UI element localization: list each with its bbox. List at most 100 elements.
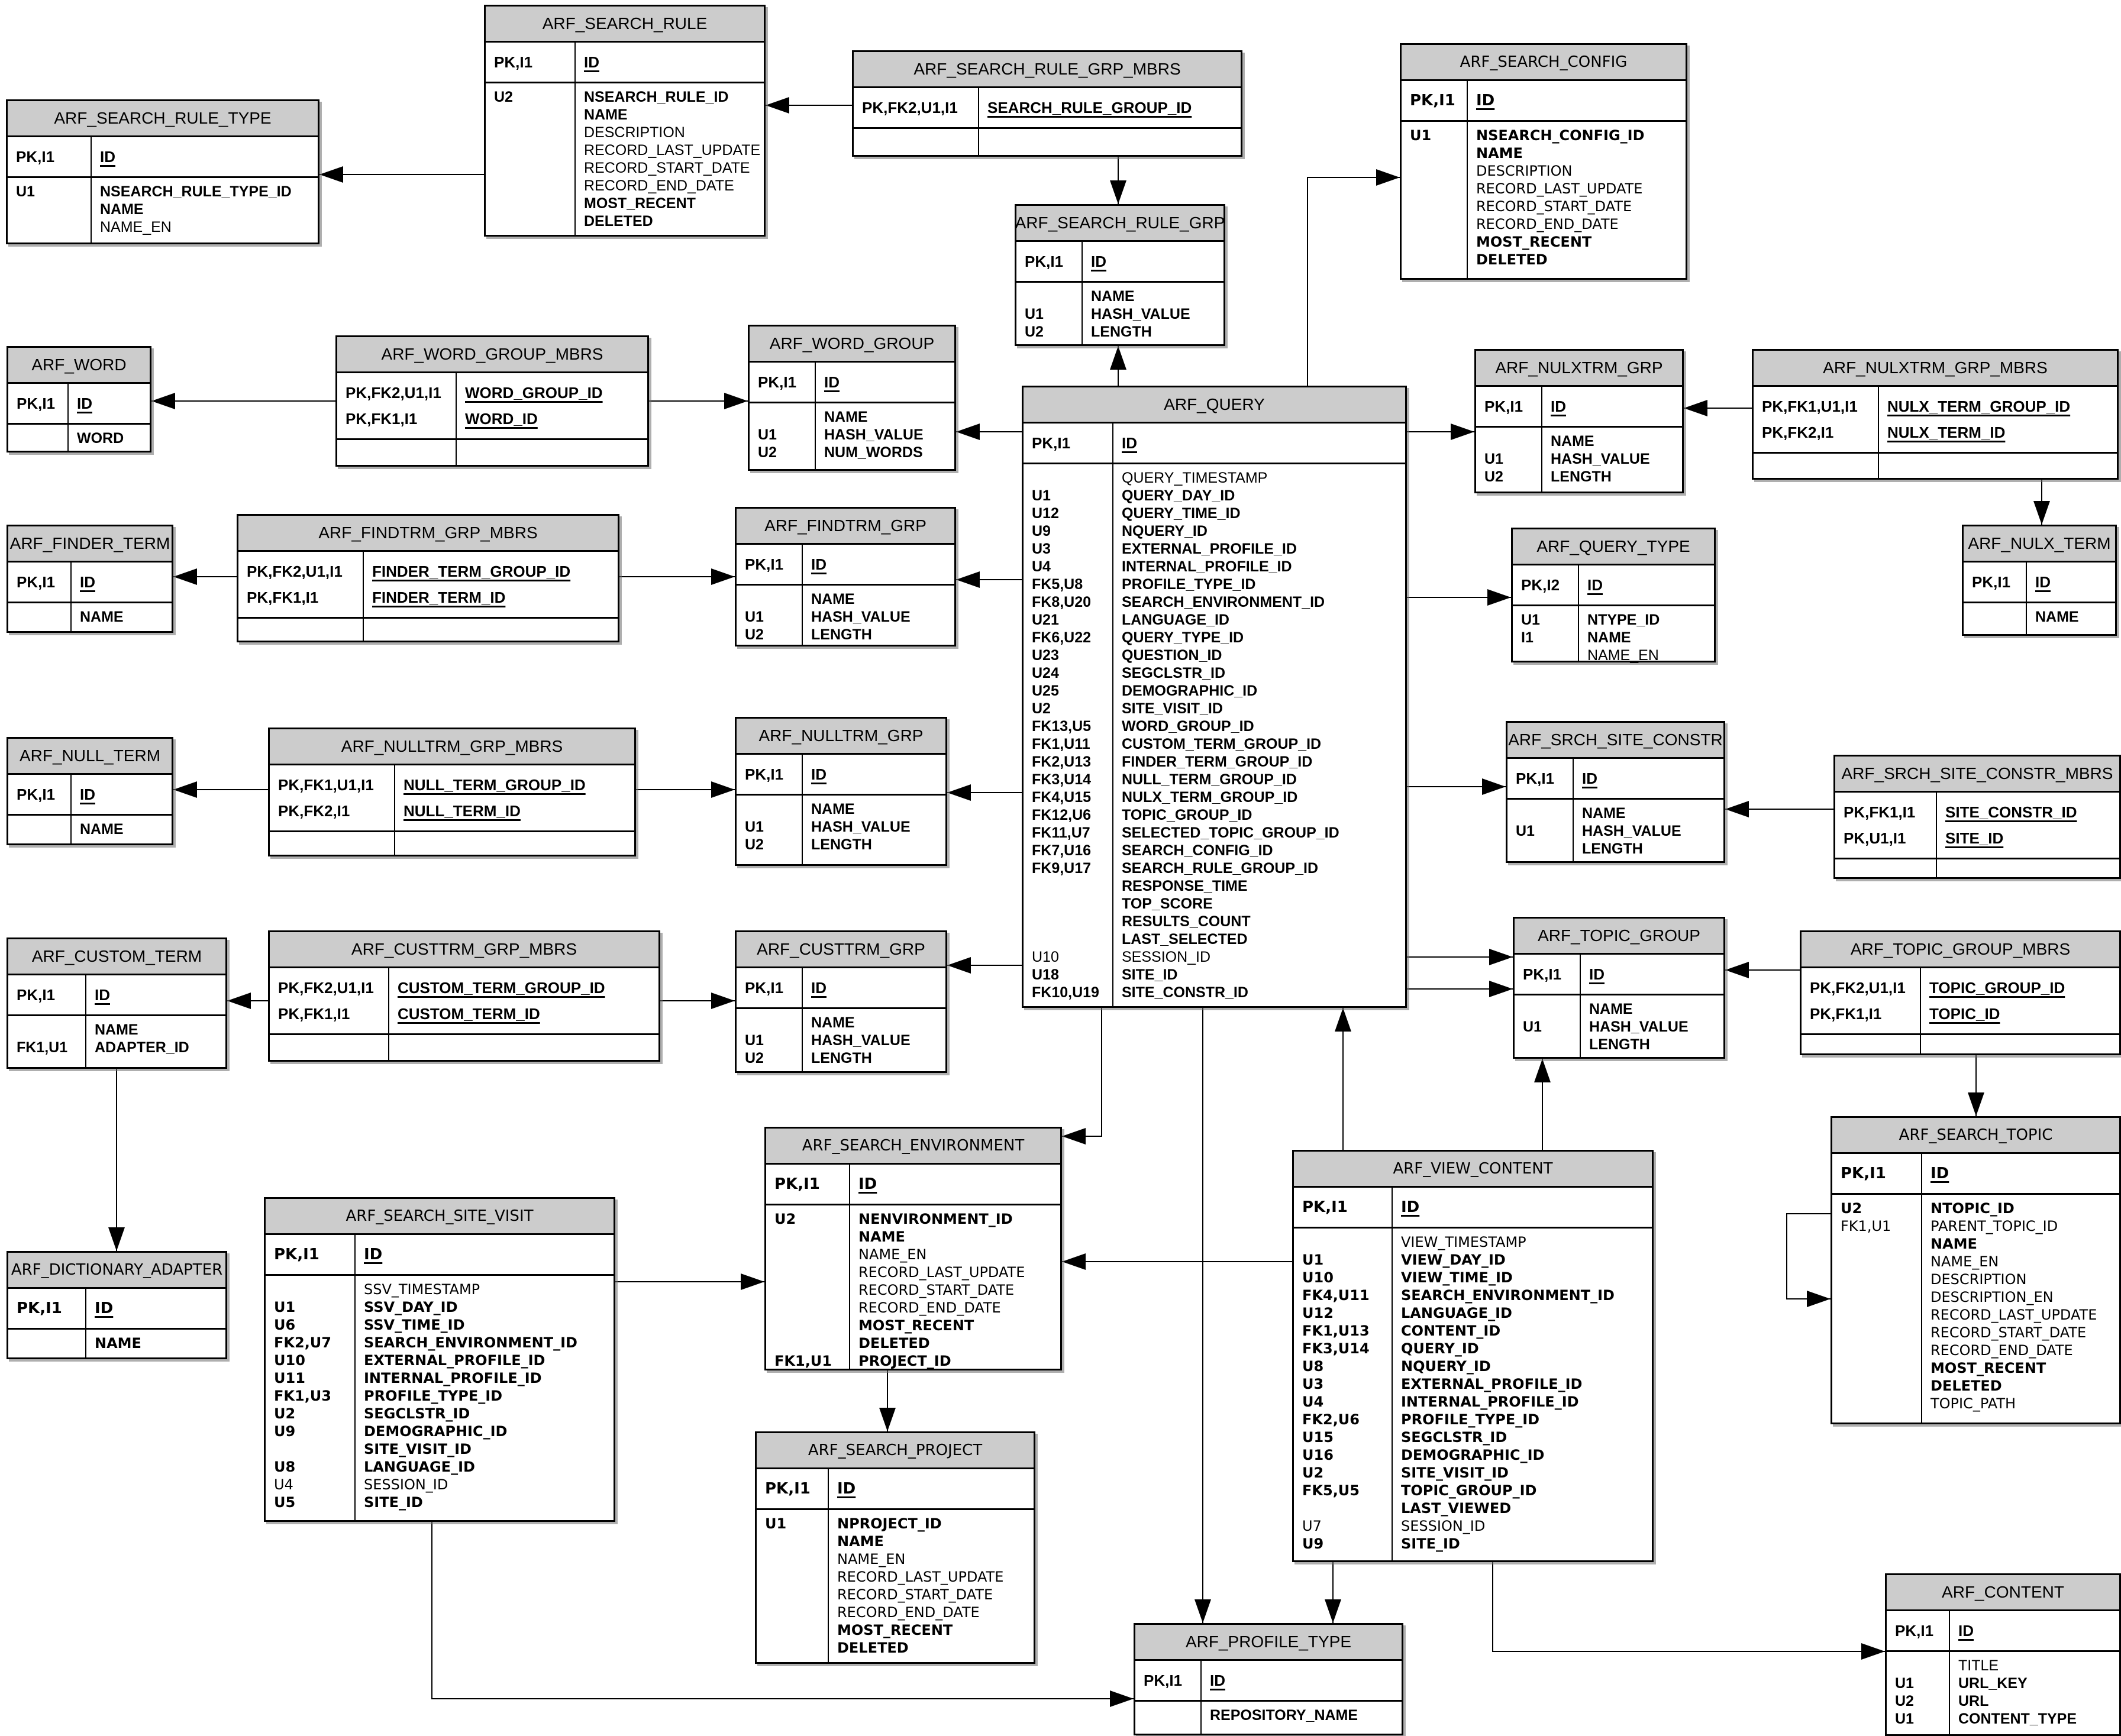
attribute-name: SEARCH_ENVIRONMENT_ID — [1401, 1287, 1615, 1304]
arrowhead-icon — [1376, 169, 1400, 186]
attribute-row: RECORD_START_DATE — [1402, 198, 1686, 215]
key-tags: U4 — [1032, 558, 1051, 575]
attribute-name: HASH_VALUE — [811, 1032, 911, 1049]
key-tags — [766, 1334, 849, 1352]
entity-title: ARF_PROFILE_TYPE — [1135, 1625, 1402, 1661]
key-tags: FK11,U7 — [1032, 825, 1090, 841]
attribute-name: SEARCH_RULE_GROUP_ID — [987, 99, 1192, 117]
attribute-name: SITE_ID — [364, 1494, 423, 1511]
key-tags: U4 — [274, 1476, 293, 1493]
entity-title: ARF_CONTENT — [1887, 1575, 2119, 1611]
key-tags: U16 — [1302, 1447, 1334, 1463]
attribute-name: ID — [1587, 576, 1603, 594]
attribute-name: SSV_TIME_ID — [364, 1317, 465, 1333]
attribute-name: HASH_VALUE — [824, 426, 924, 443]
attribute-name: ID — [95, 986, 110, 1004]
column-divider — [802, 545, 803, 645]
attribute-row: NAME_EN — [766, 1246, 1060, 1263]
attribute-name: SITE_ID — [1945, 829, 2004, 847]
key-tags — [266, 1281, 354, 1298]
key-tags — [737, 800, 802, 818]
attribute-row: MOST_RECENT — [1402, 233, 1686, 251]
relationship-ARF_QUERY-to-ARF_SEARCH_CONFIG — [1307, 169, 1400, 386]
arrowhead-icon — [151, 393, 175, 409]
column-divider — [394, 765, 395, 855]
key-tags: PK,I1 — [1895, 1622, 1934, 1640]
column-divider — [363, 552, 364, 641]
key-tags — [1507, 840, 1573, 858]
attribute-row: MOST_RECENT — [1832, 1359, 2119, 1377]
key-tags — [1024, 877, 1112, 895]
relationship-ARF_FINDTRM_GRP_MBRS-to-ARF_FINDTRM_GRP — [619, 568, 735, 585]
attribute-row: DESCRIPTION_EN — [1832, 1288, 2119, 1306]
attribute-name: RECORD_START_DATE — [1930, 1324, 2087, 1341]
attribute-name: VIEW_DAY_ID — [1401, 1252, 1506, 1268]
key-tags: U1 — [765, 1515, 787, 1532]
attribute-row: WORD — [8, 429, 150, 447]
entity-title: ARF_CUSTTRM_GRP — [737, 932, 945, 968]
entity-title: ARF_SEARCH_SITE_VISIT — [266, 1199, 614, 1235]
key-tags: U10 — [1302, 1269, 1334, 1286]
attribute-name: TOPIC_GROUP_ID — [1401, 1482, 1537, 1499]
column-divider — [1921, 1154, 1922, 1423]
attribute-name: ID — [1476, 92, 1495, 109]
attribute-name: INTERNAL_PROFILE_ID — [1122, 558, 1292, 575]
key-tags: PK,I1 — [17, 785, 56, 803]
key-tags: PK,I1 — [1025, 253, 1064, 270]
key-tags: U1 — [16, 183, 35, 200]
attribute-name: RESPONSE_TIME — [1122, 878, 1248, 894]
attribute-name: ID — [1582, 770, 1597, 787]
arrowhead-icon — [1335, 1008, 1351, 1032]
attribute-name: SSV_TIMESTAMP — [364, 1281, 480, 1298]
key-tags — [8, 218, 91, 236]
arrowhead-icon — [1062, 1253, 1086, 1270]
key-tags: PK,FK2,U1,I1 — [862, 99, 958, 117]
column-divider — [2026, 562, 2027, 634]
attribute-section: NAME — [8, 814, 172, 843]
attribute-name: RESULTS_COUNT — [1122, 913, 1251, 930]
attribute-name: ID — [858, 1175, 877, 1193]
attribute-name: DELETED — [1930, 1378, 2002, 1394]
relationship-ARF_WORD_GROUP_MBRS-to-ARF_WORD — [151, 393, 335, 409]
attribute-name: NAME — [1551, 433, 1594, 450]
attribute-name: RECORD_LAST_UPDATE — [858, 1264, 1025, 1281]
attribute-name: SEARCH_ENVIRONMENT_ID — [364, 1334, 577, 1351]
entity-title: ARF_FINDTRM_GRP — [737, 509, 954, 545]
attribute-name: NTYPE_ID — [1587, 612, 1660, 628]
arrowhead-icon — [1487, 589, 1511, 606]
key-tags: PK,FK1,U1,I1 — [1762, 397, 1858, 415]
key-tags: U10 — [274, 1352, 305, 1369]
key-tags: FK1,U1 — [17, 1039, 68, 1056]
arrowhead-icon — [741, 1273, 764, 1290]
attribute-name: WORD_ID — [465, 410, 538, 428]
arrowhead-icon — [956, 424, 980, 440]
key-tags — [8, 820, 70, 838]
attribute-name: DELETED — [584, 213, 653, 229]
entity-title: ARF_SRCH_SITE_CONSTR_MBRS — [1835, 757, 2119, 793]
